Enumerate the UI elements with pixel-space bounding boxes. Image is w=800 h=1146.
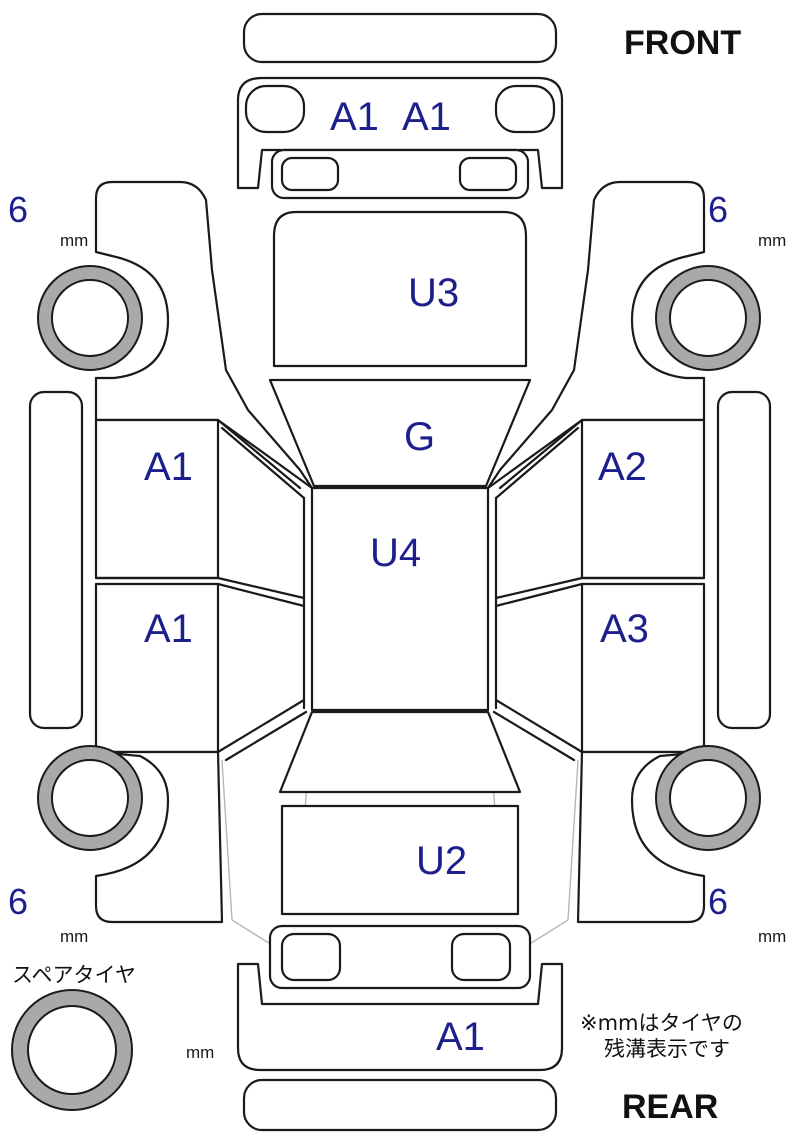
right-front-door-code: A2 xyxy=(598,445,647,489)
windshield xyxy=(268,378,532,488)
front-right-tire xyxy=(655,265,761,371)
rear-left-tread-unit: mm xyxy=(60,927,88,946)
note-line-2: 残溝表示です xyxy=(604,1037,730,1061)
rear-left-tire xyxy=(37,745,143,851)
left-headlight xyxy=(244,84,306,134)
front-right-tread-unit: mm xyxy=(758,231,786,250)
left-rear-quarter xyxy=(94,750,224,924)
front-bumper-right-code: A1 xyxy=(402,95,451,139)
front-left-lamp xyxy=(280,156,340,192)
front-bumper xyxy=(236,76,564,190)
left-rear-door-code: A1 xyxy=(144,607,193,651)
front-left-tread-unit: mm xyxy=(60,231,88,250)
rear-bumper-bar xyxy=(242,1078,558,1132)
rear-right-lamp xyxy=(450,932,512,982)
rear-bumper xyxy=(236,962,564,1072)
note-line-1: ※mmはタイヤの xyxy=(580,1011,743,1035)
front-left-tread: 6 xyxy=(8,189,28,230)
front-left-tire xyxy=(37,265,143,371)
roof xyxy=(310,486,490,712)
hood-code: U3 xyxy=(408,271,459,315)
left-front-door xyxy=(94,418,220,580)
right-front-fender xyxy=(486,180,706,490)
spare-tire-unit: mm xyxy=(186,1043,214,1062)
roof-code: U4 xyxy=(370,531,421,575)
rear-bumper-code: A1 xyxy=(436,1015,485,1059)
windshield-code: G xyxy=(404,415,435,459)
front-right-tread: 6 xyxy=(708,189,728,230)
rear-label: REAR xyxy=(622,1088,718,1126)
spare-tire-label: スペアタイヤ xyxy=(12,963,136,987)
left-rear-door xyxy=(94,582,220,754)
right-a-pillar xyxy=(494,418,584,500)
front-bumper-bar xyxy=(242,12,558,64)
right-rear-door-code: A3 xyxy=(600,607,649,651)
trunk-lid xyxy=(280,804,520,916)
spare-tire xyxy=(11,989,133,1111)
rear-left-lamp xyxy=(280,932,342,982)
right-c-pillar xyxy=(492,698,584,762)
right-rear-door xyxy=(580,582,706,754)
front-bumper-left-code: A1 xyxy=(330,95,379,139)
rear-right-tread-unit: mm xyxy=(758,927,786,946)
front-right-lamp xyxy=(458,156,518,192)
front-label: FRONT xyxy=(624,24,741,62)
left-c-pillar xyxy=(216,698,308,762)
hood xyxy=(272,210,528,368)
right-front-door xyxy=(580,418,706,580)
right-side-sill xyxy=(716,390,772,730)
rear-window xyxy=(278,710,522,794)
right-headlight xyxy=(494,84,556,134)
left-side-sill xyxy=(28,390,84,730)
left-front-fender xyxy=(94,180,314,490)
left-a-pillar xyxy=(216,418,306,500)
rear-right-tire xyxy=(655,745,761,851)
rear-right-tread: 6 xyxy=(708,881,728,922)
left-front-door-code: A1 xyxy=(144,445,193,489)
trunk-code: U2 xyxy=(416,839,467,883)
right-rear-quarter xyxy=(576,750,706,924)
rear-left-tread: 6 xyxy=(8,881,28,922)
left-b-pillar xyxy=(216,576,306,608)
right-b-pillar xyxy=(494,576,584,608)
